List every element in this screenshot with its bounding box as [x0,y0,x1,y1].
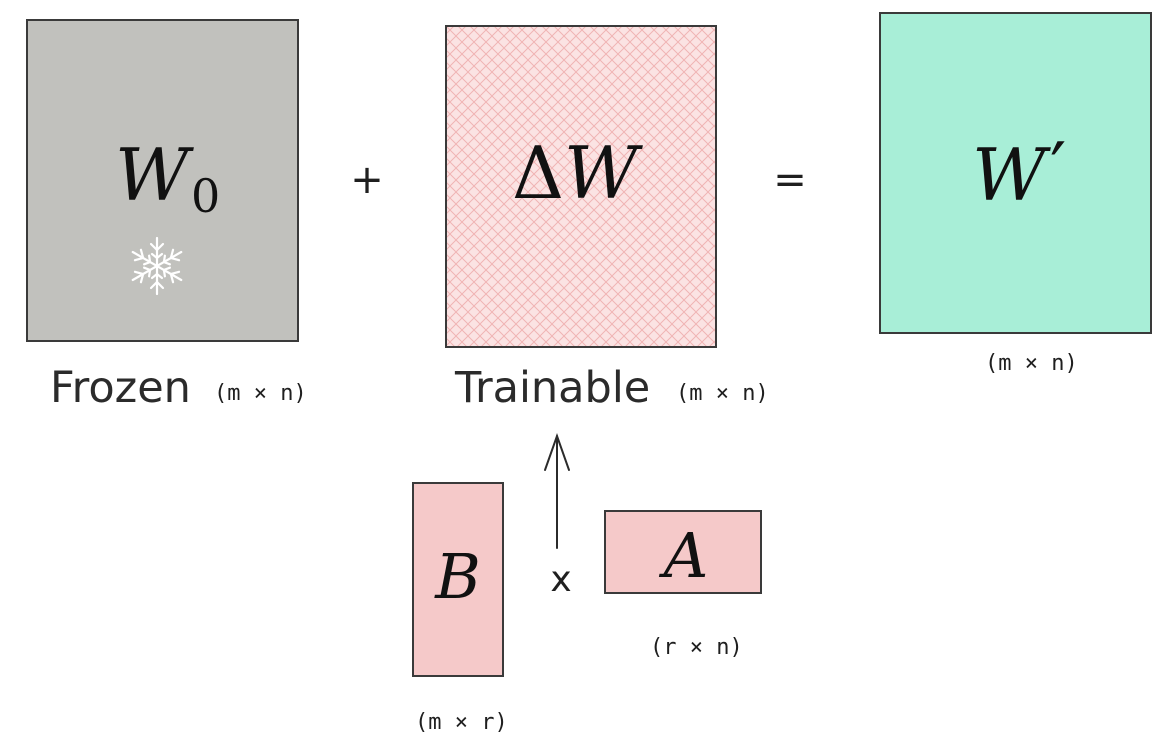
w-prime-mark: ′ [1050,127,1066,211]
up-arrow-icon [544,432,570,549]
delta-symbol: Δ [512,131,564,215]
frozen-matrix-w0: W0 F [26,19,307,413]
b-dims: (m × r) [415,710,508,735]
w0-subscript: 0 [191,169,220,223]
w-prime-box [879,12,1152,334]
w0-dims: (m × n) [214,381,307,406]
result-matrix-w-prime: W′ (m × n) [879,12,1152,376]
b-box [412,482,504,677]
delta-w-dims: (m × n) [676,381,769,406]
w-prime-symbol: W′ [972,127,1066,217]
a-dims: (r × n) [650,635,743,660]
low-rank-matrix-b: B (m × r) [412,482,508,735]
a-symbol: A [659,519,709,592]
b-symbol: B [434,540,481,613]
delta-w-hatch [447,27,715,346]
w0-label: Frozen [50,363,191,413]
low-rank-matrix-a: A (r × n) [604,510,762,660]
delta-w-symbol: ΔW [512,131,643,215]
equals-operator: = [773,157,807,203]
times-operator: x [550,559,571,600]
snowflake-icon [131,236,183,296]
plus-operator: + [350,157,384,203]
w-prime-dims: (m × n) [985,351,1078,376]
trainable-matrix-delta-w: ΔW Trainable (m × n) [445,25,769,413]
delta-w-label: Trainable [454,363,650,413]
w0-symbol: W0 [115,133,220,223]
a-box [604,510,762,594]
